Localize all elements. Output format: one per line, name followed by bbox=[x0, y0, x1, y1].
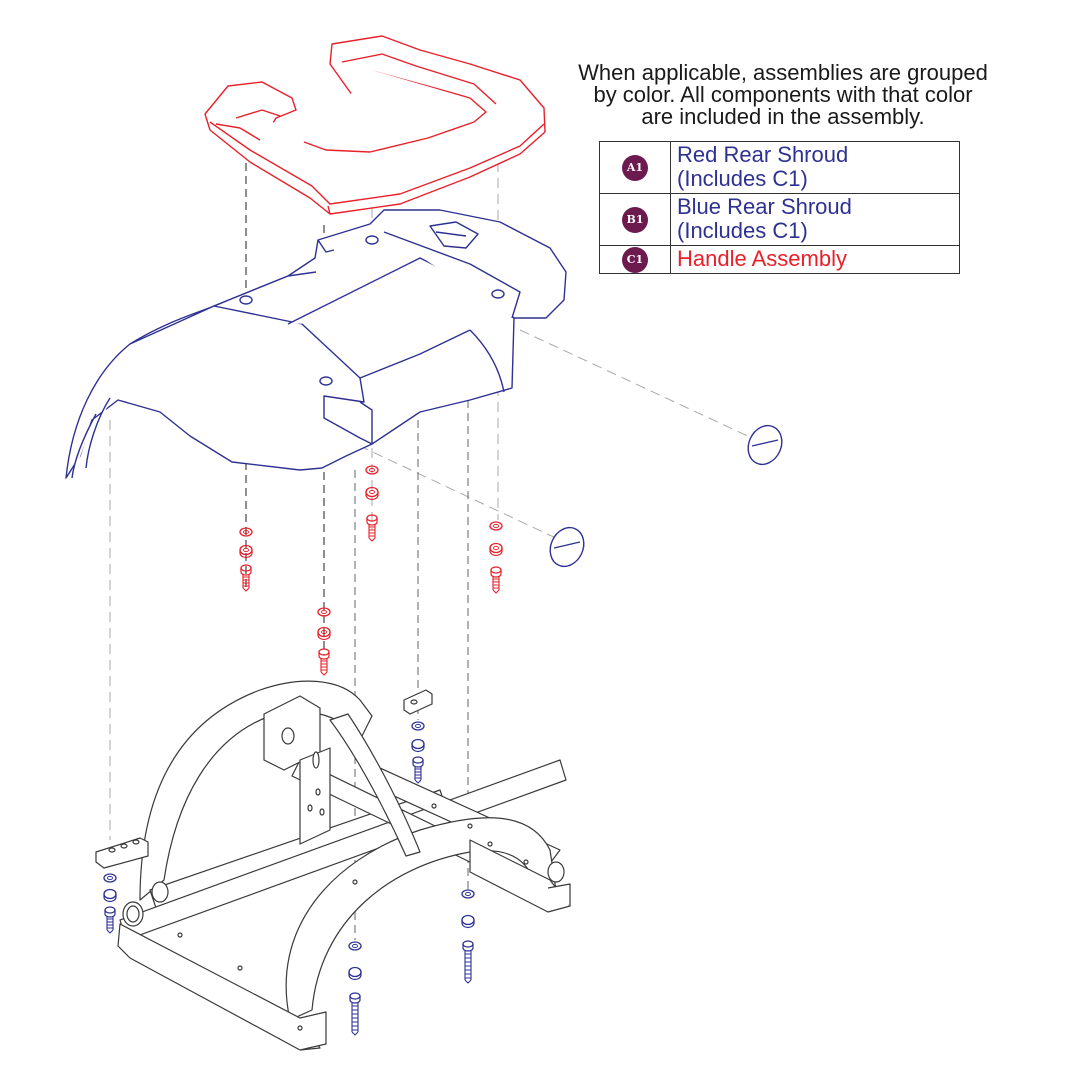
legend-sublabel: (Includes C1) bbox=[677, 166, 808, 191]
badge-a1-icon: A1 bbox=[622, 154, 648, 181]
note-line: are included in the assembly. bbox=[641, 104, 925, 129]
legend-label: Handle Assembly bbox=[677, 246, 847, 271]
side-caps bbox=[549, 424, 783, 568]
legend-label: Blue Rear Shroud bbox=[677, 194, 852, 219]
handle-assembly bbox=[204, 35, 546, 215]
note-line: When applicable, assemblies are grouped bbox=[578, 60, 988, 85]
assembly-color-note: When applicable, assemblies are grouped … bbox=[548, 62, 1018, 128]
rear-shroud bbox=[65, 209, 567, 479]
assembly-legend: A1 Red Rear Shroud (Includes C1) B1 Blue… bbox=[599, 141, 960, 274]
legend-row-c1: C1 Handle Assembly bbox=[599, 245, 960, 274]
legend-row-a1: A1 Red Rear Shroud (Includes C1) bbox=[599, 141, 960, 194]
legend-label: Red Rear Shroud bbox=[677, 142, 849, 167]
legend-row-b1: B1 Blue Rear Shroud (Includes C1) bbox=[599, 193, 960, 246]
legend-sublabel: (Includes C1) bbox=[677, 218, 808, 243]
badge-c1-icon: C1 bbox=[622, 246, 648, 273]
handle-screws bbox=[239, 465, 503, 676]
rear-frame bbox=[95, 680, 571, 1051]
note-line: by color. All components with that color bbox=[593, 82, 973, 107]
badge-b1-icon: B1 bbox=[622, 206, 648, 233]
